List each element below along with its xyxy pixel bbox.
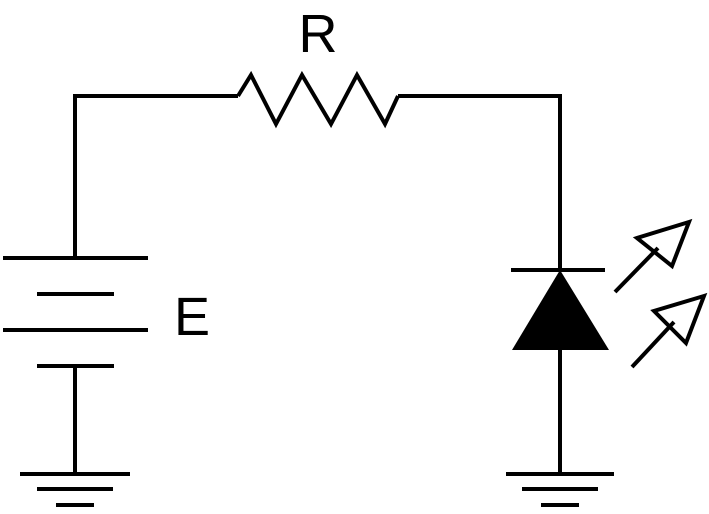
battery-label: E <box>174 287 210 347</box>
battery-symbol <box>3 256 148 368</box>
resistor-label: R <box>299 4 338 64</box>
wire-left-vertical <box>73 94 238 258</box>
led-arrow-head-upper <box>632 218 693 270</box>
ground-symbol-left <box>20 472 130 507</box>
led-symbol <box>511 268 609 350</box>
led-emission-arrows <box>613 218 708 369</box>
wire-right-top <box>398 94 562 270</box>
led-arrow-shaft-lower <box>630 320 676 369</box>
ground-symbol-right <box>506 472 614 507</box>
led-arrow-head-lower <box>650 292 708 347</box>
led-arrow-shaft-upper <box>613 246 660 294</box>
led-diode-triangle <box>512 270 609 350</box>
resistor-symbol <box>236 70 400 129</box>
